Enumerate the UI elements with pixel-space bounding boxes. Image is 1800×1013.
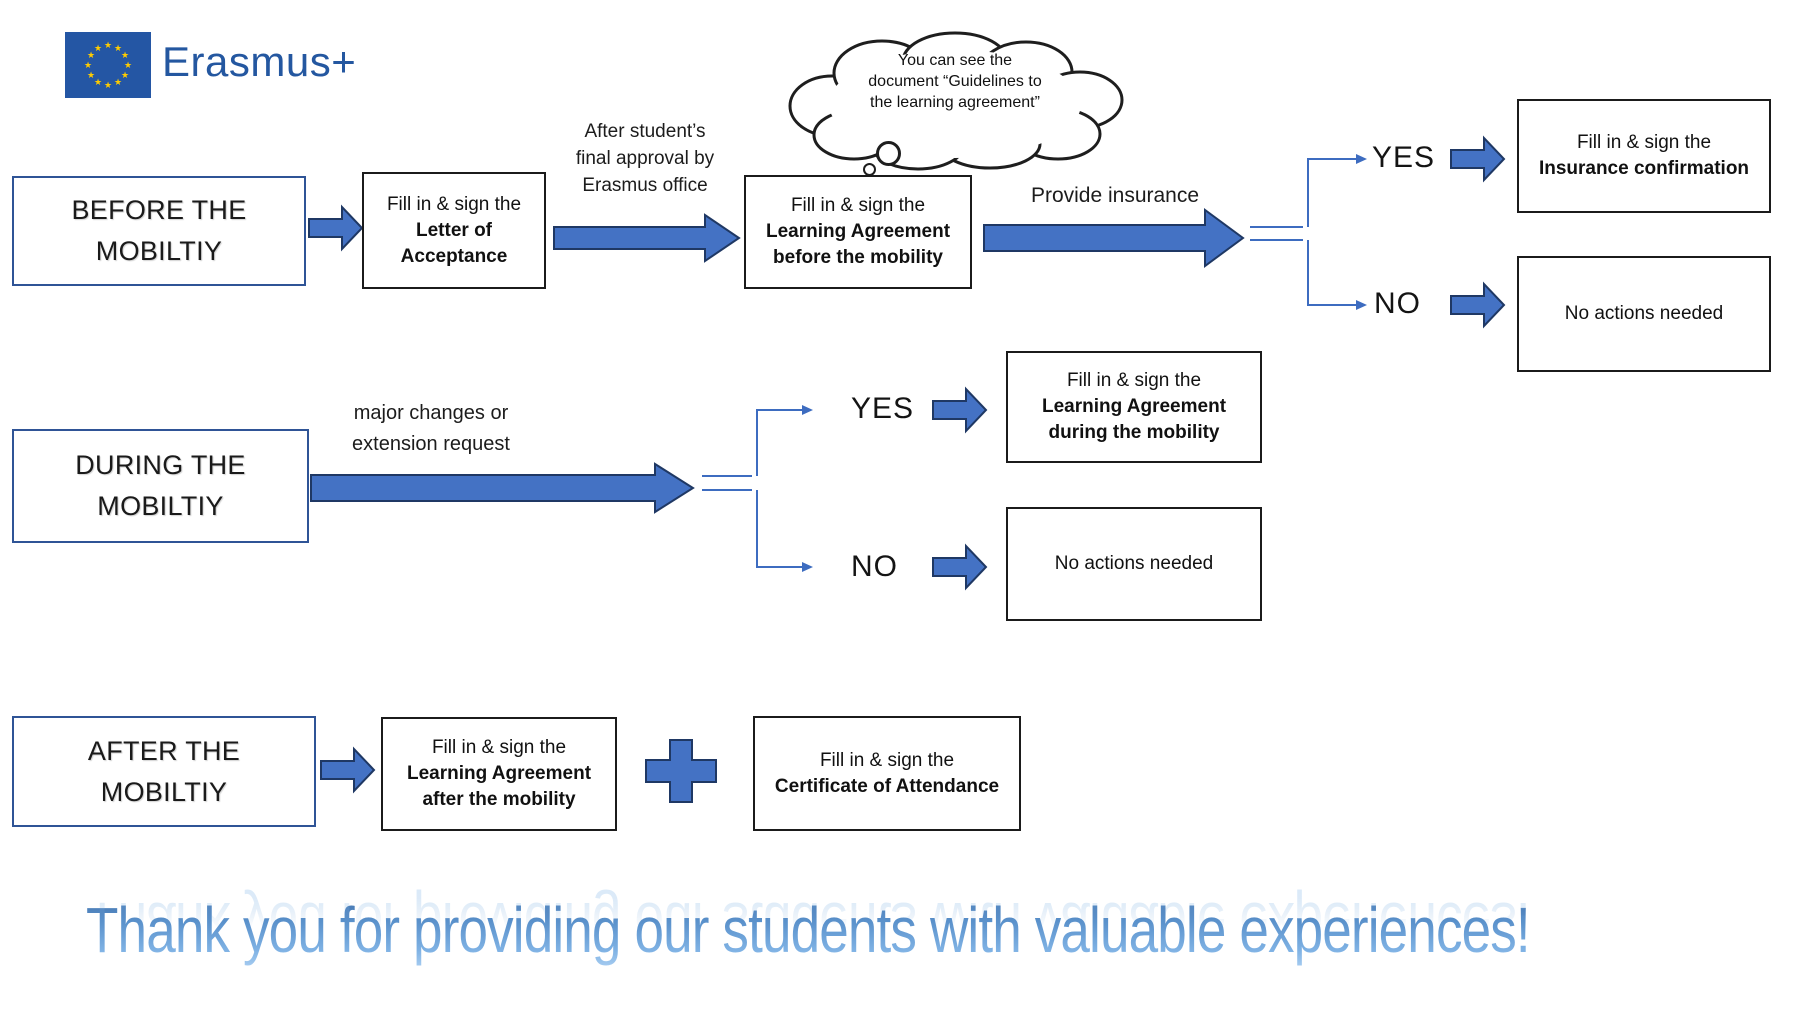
cloud-text: You can see the document “Guidelines to … bbox=[868, 52, 1042, 111]
label-yes-2: YES bbox=[851, 392, 915, 425]
arrow-la-before-to-branch bbox=[983, 208, 1245, 268]
label-no-1: NO bbox=[1374, 287, 1421, 320]
svg-text:★: ★ bbox=[104, 81, 112, 91]
label-yes-1: YES bbox=[1372, 141, 1436, 174]
box-no-actions-1: No actions needed bbox=[1517, 256, 1771, 372]
annotation-after-approval: After student’s final approval by Erasmu… bbox=[575, 121, 715, 196]
box-la-during: Fill in & sign the Learning Agreement du… bbox=[1006, 351, 1262, 463]
svg-text:★: ★ bbox=[94, 44, 102, 54]
stage-box-before: BEFORE THE MOBILTIY bbox=[12, 176, 306, 286]
stage-box-during: DURING THE MOBILTIY bbox=[12, 429, 309, 543]
arrow-letter-to-la-before bbox=[553, 213, 741, 263]
footer-reflection: Thank you for providing our students wit… bbox=[86, 889, 1530, 961]
annotation-major-changes: major changes or extension request bbox=[352, 402, 510, 455]
box-certificate: Fill in & sign the Certificate of Attend… bbox=[753, 716, 1021, 831]
annotation-provide-insurance: Provide insurance bbox=[1030, 184, 1200, 207]
arrow-yes-2 bbox=[932, 386, 988, 434]
box-insurance-confirmation: Fill in & sign the Insurance confirmatio… bbox=[1517, 99, 1771, 213]
svg-text:★: ★ bbox=[114, 44, 122, 54]
box-la-before: Fill in & sign the Learning Agreement be… bbox=[744, 175, 972, 289]
arrow-during-branch bbox=[310, 462, 695, 514]
footer-message: Thank you for providing our students wit… bbox=[86, 893, 1531, 967]
box-la-after: Fill in & sign the Learning Agreement af… bbox=[381, 717, 617, 831]
svg-text:★: ★ bbox=[124, 61, 132, 71]
arrow-after-to-la-after bbox=[320, 746, 376, 794]
svg-text:★: ★ bbox=[87, 71, 95, 81]
box-no-actions-2: No actions needed bbox=[1006, 507, 1262, 621]
svg-text:★: ★ bbox=[87, 51, 95, 61]
arrow-no-1 bbox=[1450, 281, 1506, 329]
plus-icon bbox=[645, 739, 717, 803]
svg-text:★: ★ bbox=[114, 78, 122, 88]
svg-text:★: ★ bbox=[121, 51, 129, 61]
svg-text:★: ★ bbox=[94, 78, 102, 88]
thought-bubble-circle-large bbox=[876, 141, 901, 166]
svg-text:★: ★ bbox=[104, 41, 112, 51]
thought-cloud-icon bbox=[788, 31, 1124, 171]
branch-connector-2 bbox=[702, 405, 813, 572]
arrow-before-to-letter bbox=[308, 204, 364, 252]
label-no-2: NO bbox=[851, 550, 898, 583]
svg-text:★: ★ bbox=[84, 61, 92, 71]
box-letter-of-acceptance: Fill in & sign the Letter of Acceptance bbox=[362, 172, 546, 289]
arrow-yes-1 bbox=[1450, 135, 1506, 183]
stage-box-after: AFTER THE MOBILTIY bbox=[12, 716, 316, 827]
brand-wordmark: Erasmus+ bbox=[162, 38, 357, 85]
svg-text:★: ★ bbox=[121, 71, 129, 81]
arrow-no-2 bbox=[932, 543, 988, 591]
branch-connector-1 bbox=[1250, 154, 1367, 310]
eu-flag-icon: ★★★ ★★★ ★★★ ★★★ bbox=[65, 32, 151, 98]
